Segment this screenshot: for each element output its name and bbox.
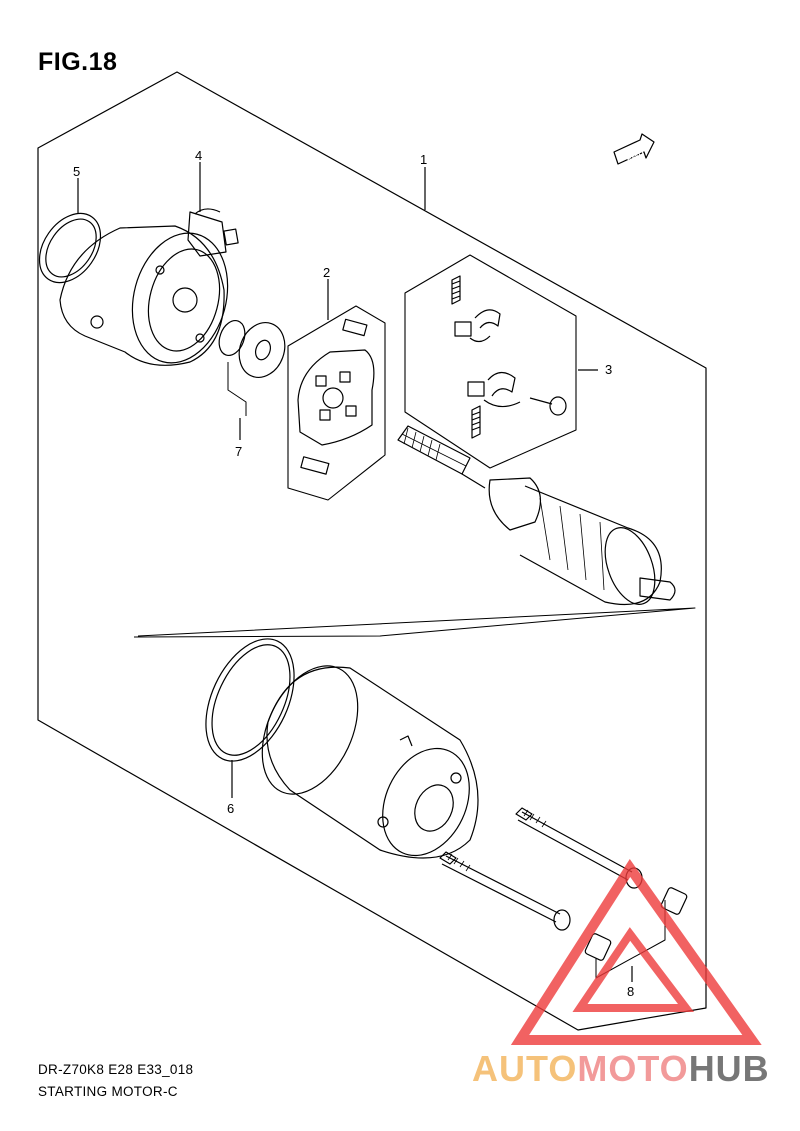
brush-kit-box — [404, 254, 577, 469]
assembly-outline — [37, 71, 707, 1031]
brush-plate-box — [287, 305, 386, 501]
fwd-direction-badge — [613, 133, 655, 165]
figure-title: FIG.18 — [38, 48, 118, 76]
through-bolt-long — [515, 807, 688, 915]
o-ring-small — [38, 212, 102, 284]
callout-3: 3 — [605, 362, 612, 377]
watermark-emblem — [510, 859, 762, 1045]
brush-kit — [451, 275, 567, 439]
diagram-code: DR-Z70K8 E28 E33_018 — [38, 1062, 194, 1077]
brush-plate — [297, 318, 375, 475]
washer-set — [218, 319, 286, 416]
callout-5: 5 — [73, 164, 80, 179]
watermark-part-auto: AUTO — [472, 1048, 578, 1089]
through-bolt-short — [439, 851, 612, 961]
callout-1: 1 — [420, 152, 427, 167]
callout-6: 6 — [227, 801, 234, 816]
callout-labels: 1 2 3 4 5 6 7 8 — [73, 148, 634, 999]
callout-4: 4 — [195, 148, 202, 163]
section-divider — [133, 607, 696, 638]
armature — [397, 425, 676, 606]
callout-8: 8 — [627, 984, 634, 999]
watermark-wordmark: AUTOMOTOHUB — [472, 1048, 770, 1090]
o-ring-large — [205, 638, 295, 762]
fwd-label: FWD — [625, 148, 646, 164]
front-housing — [59, 208, 239, 366]
callout-7: 7 — [235, 444, 242, 459]
callout-2: 2 — [323, 265, 330, 280]
diagram-caption: STARTING MOTOR-C — [38, 1084, 178, 1099]
motor-yoke — [261, 665, 479, 859]
watermark-part-moto: MOTO — [577, 1048, 689, 1089]
watermark-part-hub: HUB — [688, 1048, 770, 1089]
